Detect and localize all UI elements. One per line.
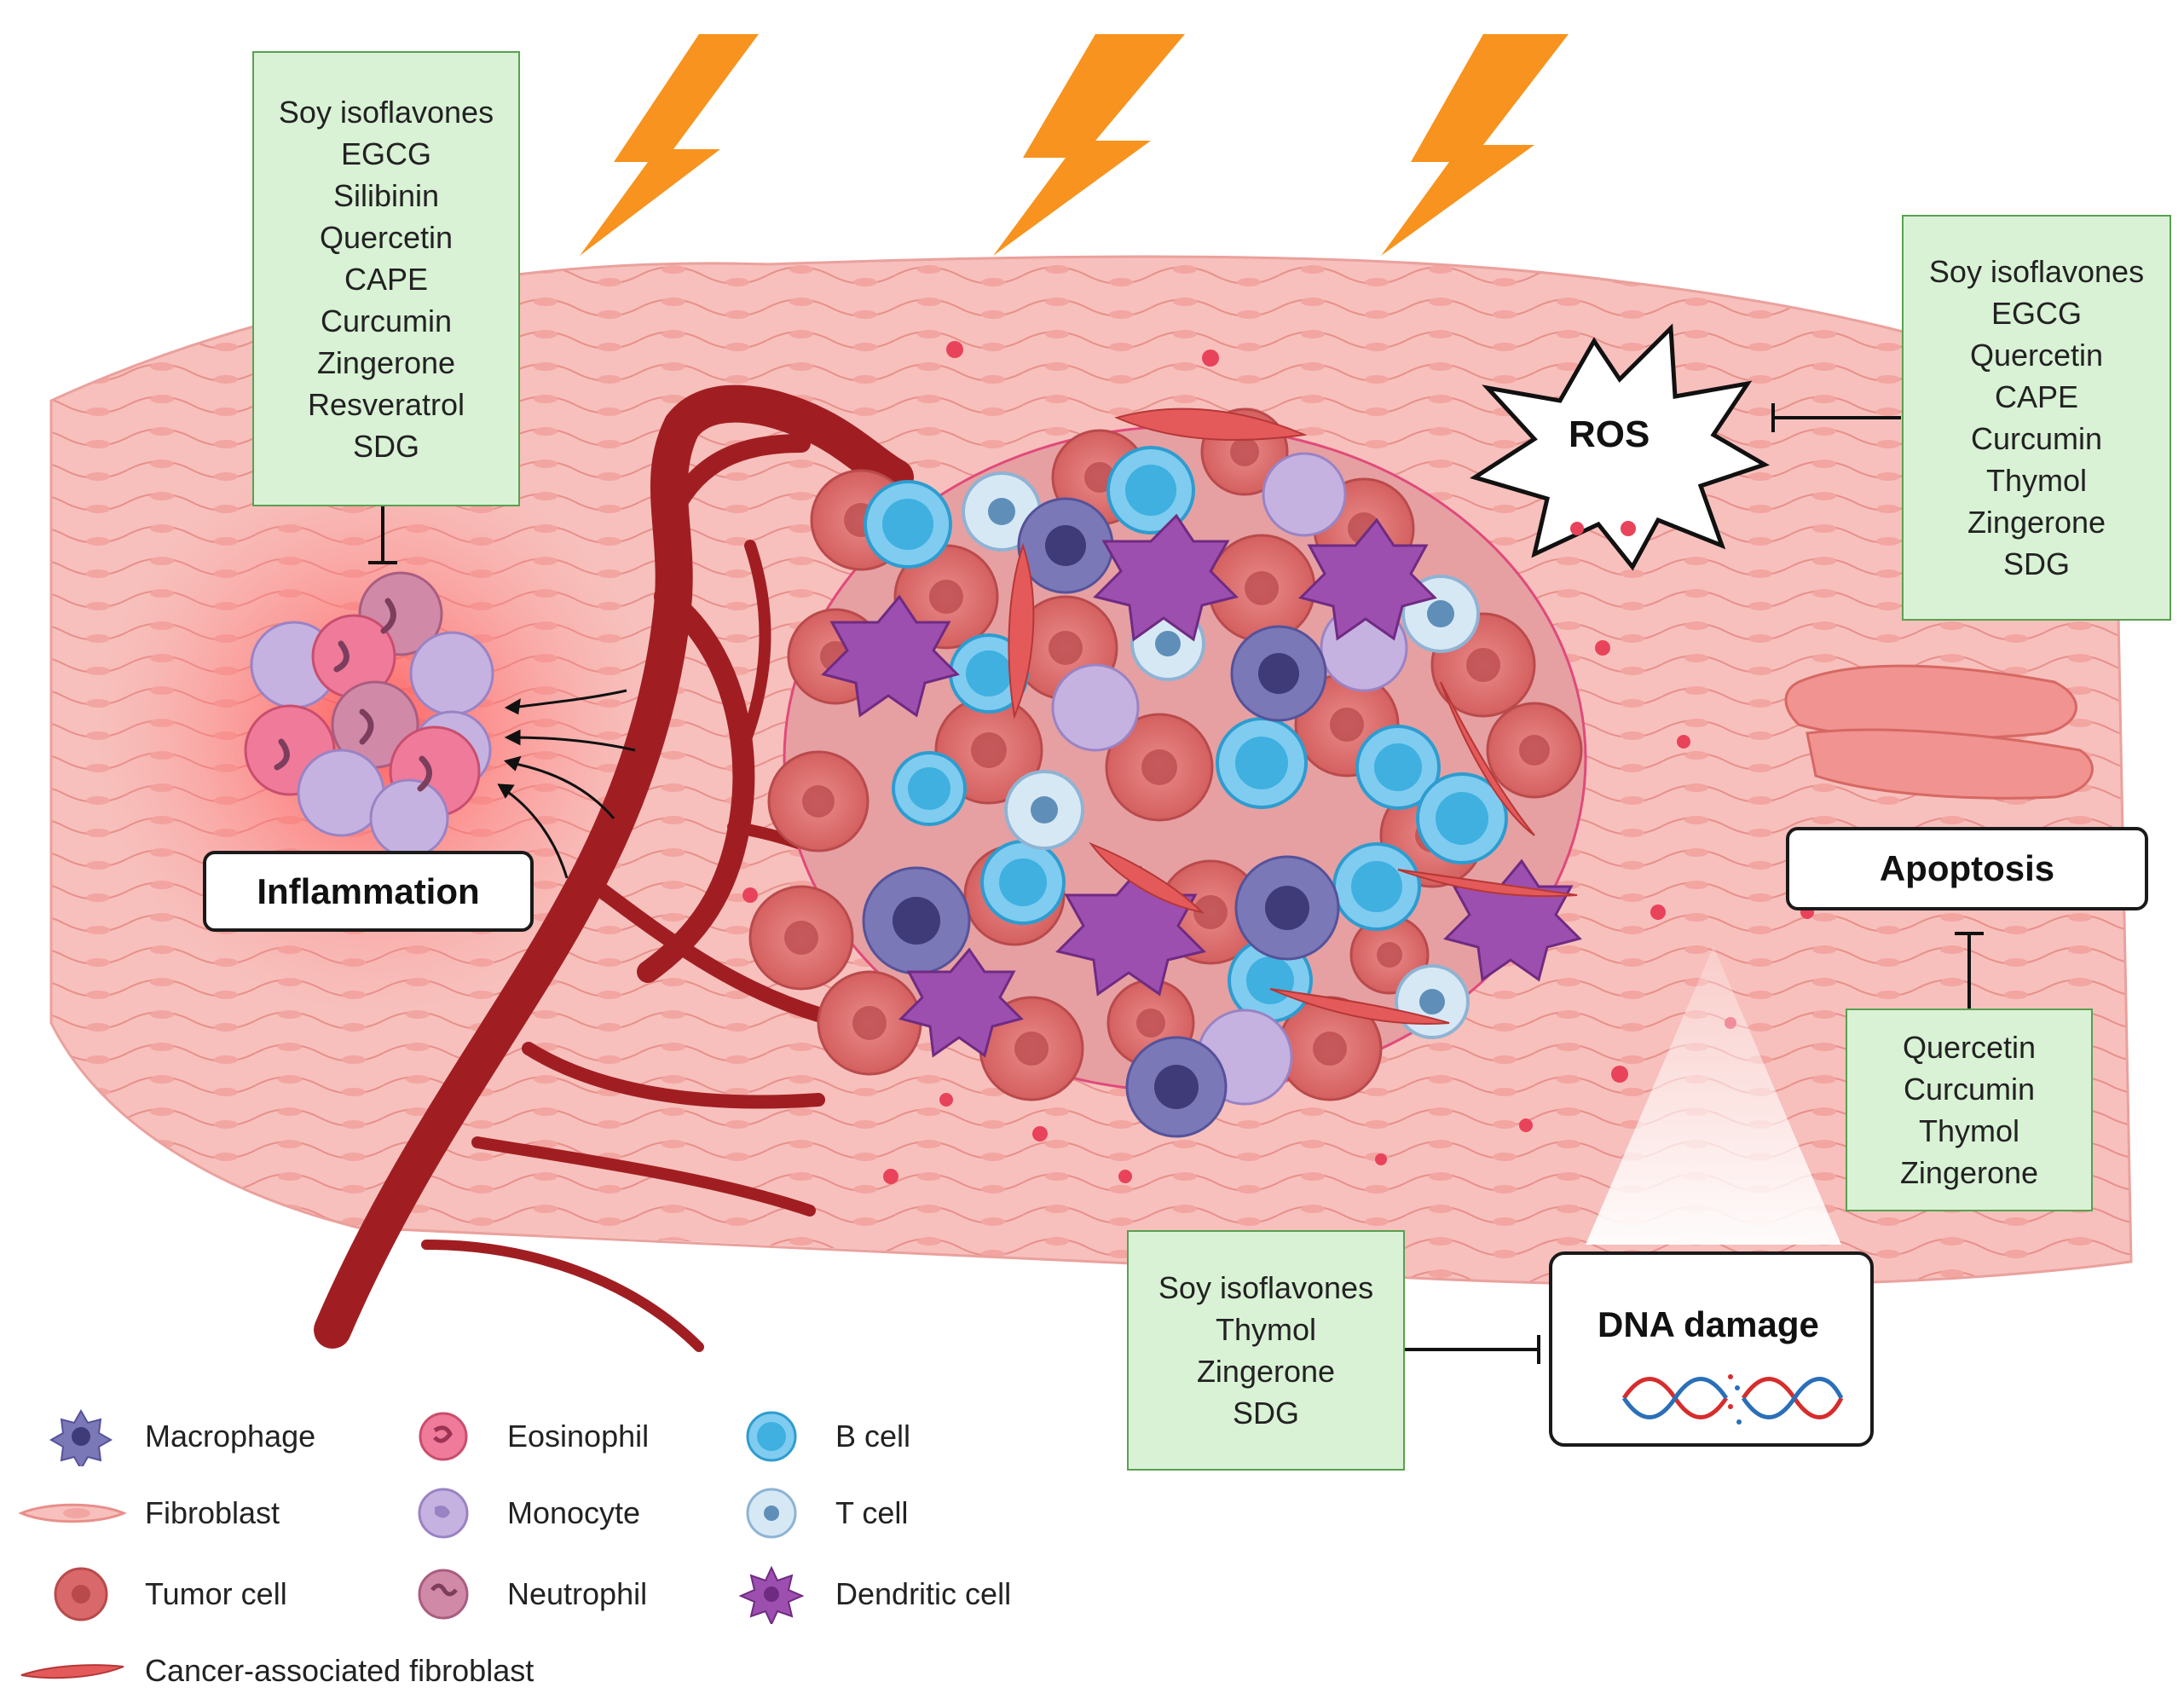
lightning-icon-2	[993, 34, 1185, 256]
legend-item-b-cell: B cell	[725, 1407, 910, 1466]
ros-inhibitor-box: Soy isoflavones EGCG Quercetin CAPE Curc…	[1902, 215, 2171, 621]
b-cells	[864, 446, 1508, 1023]
compound-label: Zingerone	[316, 344, 456, 380]
legend-item-neutrophil: Neutrophil	[396, 1564, 647, 1624]
neutrophil-icon	[396, 1564, 490, 1624]
compound-label: SDG	[2002, 546, 2070, 581]
compound-label: Curcumin	[320, 303, 453, 338]
legend-item-t-cell: T cell	[725, 1483, 908, 1543]
recruitment-arrows	[497, 689, 636, 879]
compound-label: Zingerone	[1967, 505, 2106, 540]
t-cell-icon	[725, 1483, 818, 1543]
legend-label: Eosinophil	[507, 1419, 650, 1454]
inflammation-label: Inflammation	[203, 851, 534, 932]
legend-item-tumor-cell: Tumor cell	[34, 1564, 287, 1624]
dna-damage-inhibitor-box: Soy isoflavones Thymol Zingerone SDG	[1127, 1230, 1405, 1471]
legend-label: Monocyte	[507, 1495, 641, 1530]
compound-label: Thymol	[1985, 463, 2088, 498]
inflammation-inhibitor-box: Soy isoflavones EGCG Silibinin Quercetin…	[252, 51, 520, 506]
ros-particles	[742, 341, 1814, 1184]
compound-label: Thymol	[1215, 1312, 1317, 1347]
monocyte	[369, 778, 449, 858]
legend-item-monocyte: Monocyte	[396, 1483, 640, 1543]
macrophage-icon	[34, 1407, 128, 1471]
legend-label: Dendritic cell	[835, 1576, 1012, 1611]
compound-label: Curcumin	[1903, 1072, 2036, 1107]
compound-label: Zingerone	[1196, 1354, 1336, 1389]
dendritic-cells	[821, 513, 1582, 1058]
legend-item-caf: Cancer-associated fibroblast	[17, 1641, 534, 1701]
legend-label: Neutrophil	[507, 1576, 648, 1611]
compound-label: Quercetin	[1969, 338, 2104, 373]
compound-label: Soy isoflavones	[1928, 254, 2145, 289]
compound-label: EGCG	[340, 136, 431, 171]
lightning-icon-3	[1381, 34, 1569, 256]
legend-item-fibroblast: Fibroblast	[17, 1483, 280, 1543]
caf-icon	[17, 1641, 128, 1701]
dendritic-cell-icon	[725, 1564, 818, 1627]
compound-label: CAPE	[344, 261, 429, 297]
compound-label: Zingerone	[1899, 1155, 2039, 1190]
ros-label: ROS	[1569, 413, 1650, 455]
dna-icon	[1621, 1374, 1844, 1425]
legend-label: Tumor cell	[145, 1576, 287, 1611]
legend-item-eosinophil: Eosinophil	[396, 1407, 649, 1466]
compound-label: Quercetin	[319, 219, 454, 255]
cancer-associated-fibroblasts	[1008, 407, 1578, 1025]
apoptotic-cells	[1784, 664, 2094, 800]
compound-label: CAPE	[1994, 379, 2079, 414]
compound-label: Resveratrol	[307, 386, 465, 422]
inflammation-cells	[244, 571, 494, 858]
apoptosis-inhibitor-box: Quercetin Curcumin Thymol Zingerone	[1846, 1009, 2093, 1211]
ros-burst-icon	[1470, 323, 1771, 571]
dna-damage-label: DNA damage	[1598, 1304, 1819, 1344]
compound-label: SDG	[1232, 1396, 1299, 1430]
dna-damage-beam	[1586, 946, 1841, 1245]
legend-label: Macrophage	[145, 1419, 316, 1454]
legend-item-dendritic-cell: Dendritic cell	[725, 1564, 1012, 1627]
compound-label: Quercetin	[1902, 1030, 2037, 1065]
blood-vessel	[314, 384, 914, 1352]
monocyte-icon	[396, 1483, 490, 1543]
legend-label: T cell	[835, 1495, 909, 1530]
lightning-icon-1	[580, 34, 759, 256]
compound-label: Curcumin	[1970, 421, 2103, 456]
monocyte	[409, 631, 494, 716]
compound-label: Silibinin	[332, 177, 440, 213]
legend-label: Cancer-associated fibroblast	[145, 1653, 534, 1688]
compound-label: EGCG	[1990, 296, 2082, 331]
eosinophil-icon	[396, 1407, 490, 1466]
compound-label: Thymol	[1918, 1113, 2020, 1148]
immune-cells	[821, 407, 1582, 1138]
compound-label: SDG	[352, 428, 419, 464]
legend-label: Fibroblast	[145, 1495, 280, 1530]
tumor-cell-icon	[34, 1564, 128, 1624]
apoptosis-label: Apoptosis	[1786, 827, 2148, 910]
legend-item-macrophage: Macrophage	[34, 1407, 316, 1471]
compound-label: Soy isoflavones	[1158, 1270, 1374, 1305]
inhibition-lines	[368, 403, 1984, 1364]
b-cell-icon	[725, 1407, 818, 1466]
lightning-bolts	[580, 34, 1569, 256]
legend-label: B cell	[835, 1419, 911, 1454]
fibroblast-icon	[17, 1483, 128, 1543]
compound-label: Soy isoflavones	[278, 94, 494, 130]
